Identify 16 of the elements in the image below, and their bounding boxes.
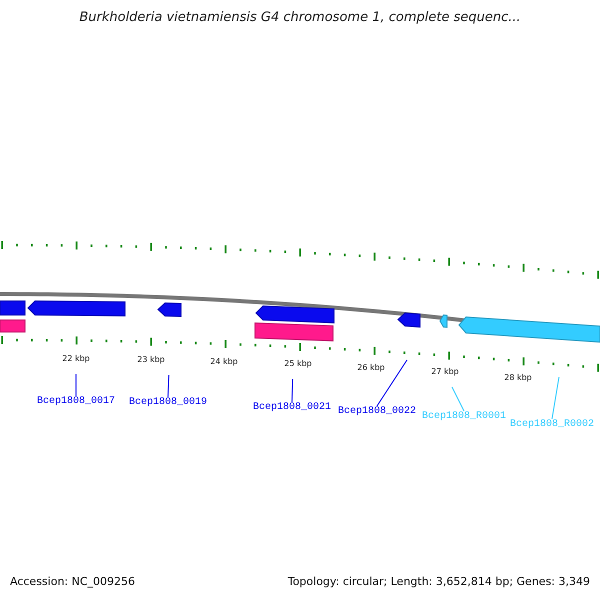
gene-label: Bcep1808_R0002 (502, 419, 600, 431)
accession-text: Accession: NC_009256 (10, 575, 136, 588)
scale-label: 25 kbp (283, 359, 313, 368)
scale-label: 28 kbp (503, 373, 533, 382)
leader-line (168, 374, 170, 398)
leader-line (552, 376, 560, 420)
leader-line (292, 378, 294, 402)
summary-text: Topology: circular; Length: 3,652,814 bp; Genes: 3,349 (288, 575, 590, 588)
scale-label: 26 kbp (356, 363, 386, 372)
scale-label: 24 kbp (209, 357, 239, 366)
scale-label: 22 kbp (61, 354, 91, 363)
leader-line (376, 360, 408, 406)
scale-label: 23 kbp (136, 355, 166, 364)
scale-label: 27 kbp (430, 367, 460, 376)
title: Burkholderia vietnamiensis G4 chromosome 1, complete sequenc... (78, 10, 522, 25)
leader-line (452, 386, 464, 412)
